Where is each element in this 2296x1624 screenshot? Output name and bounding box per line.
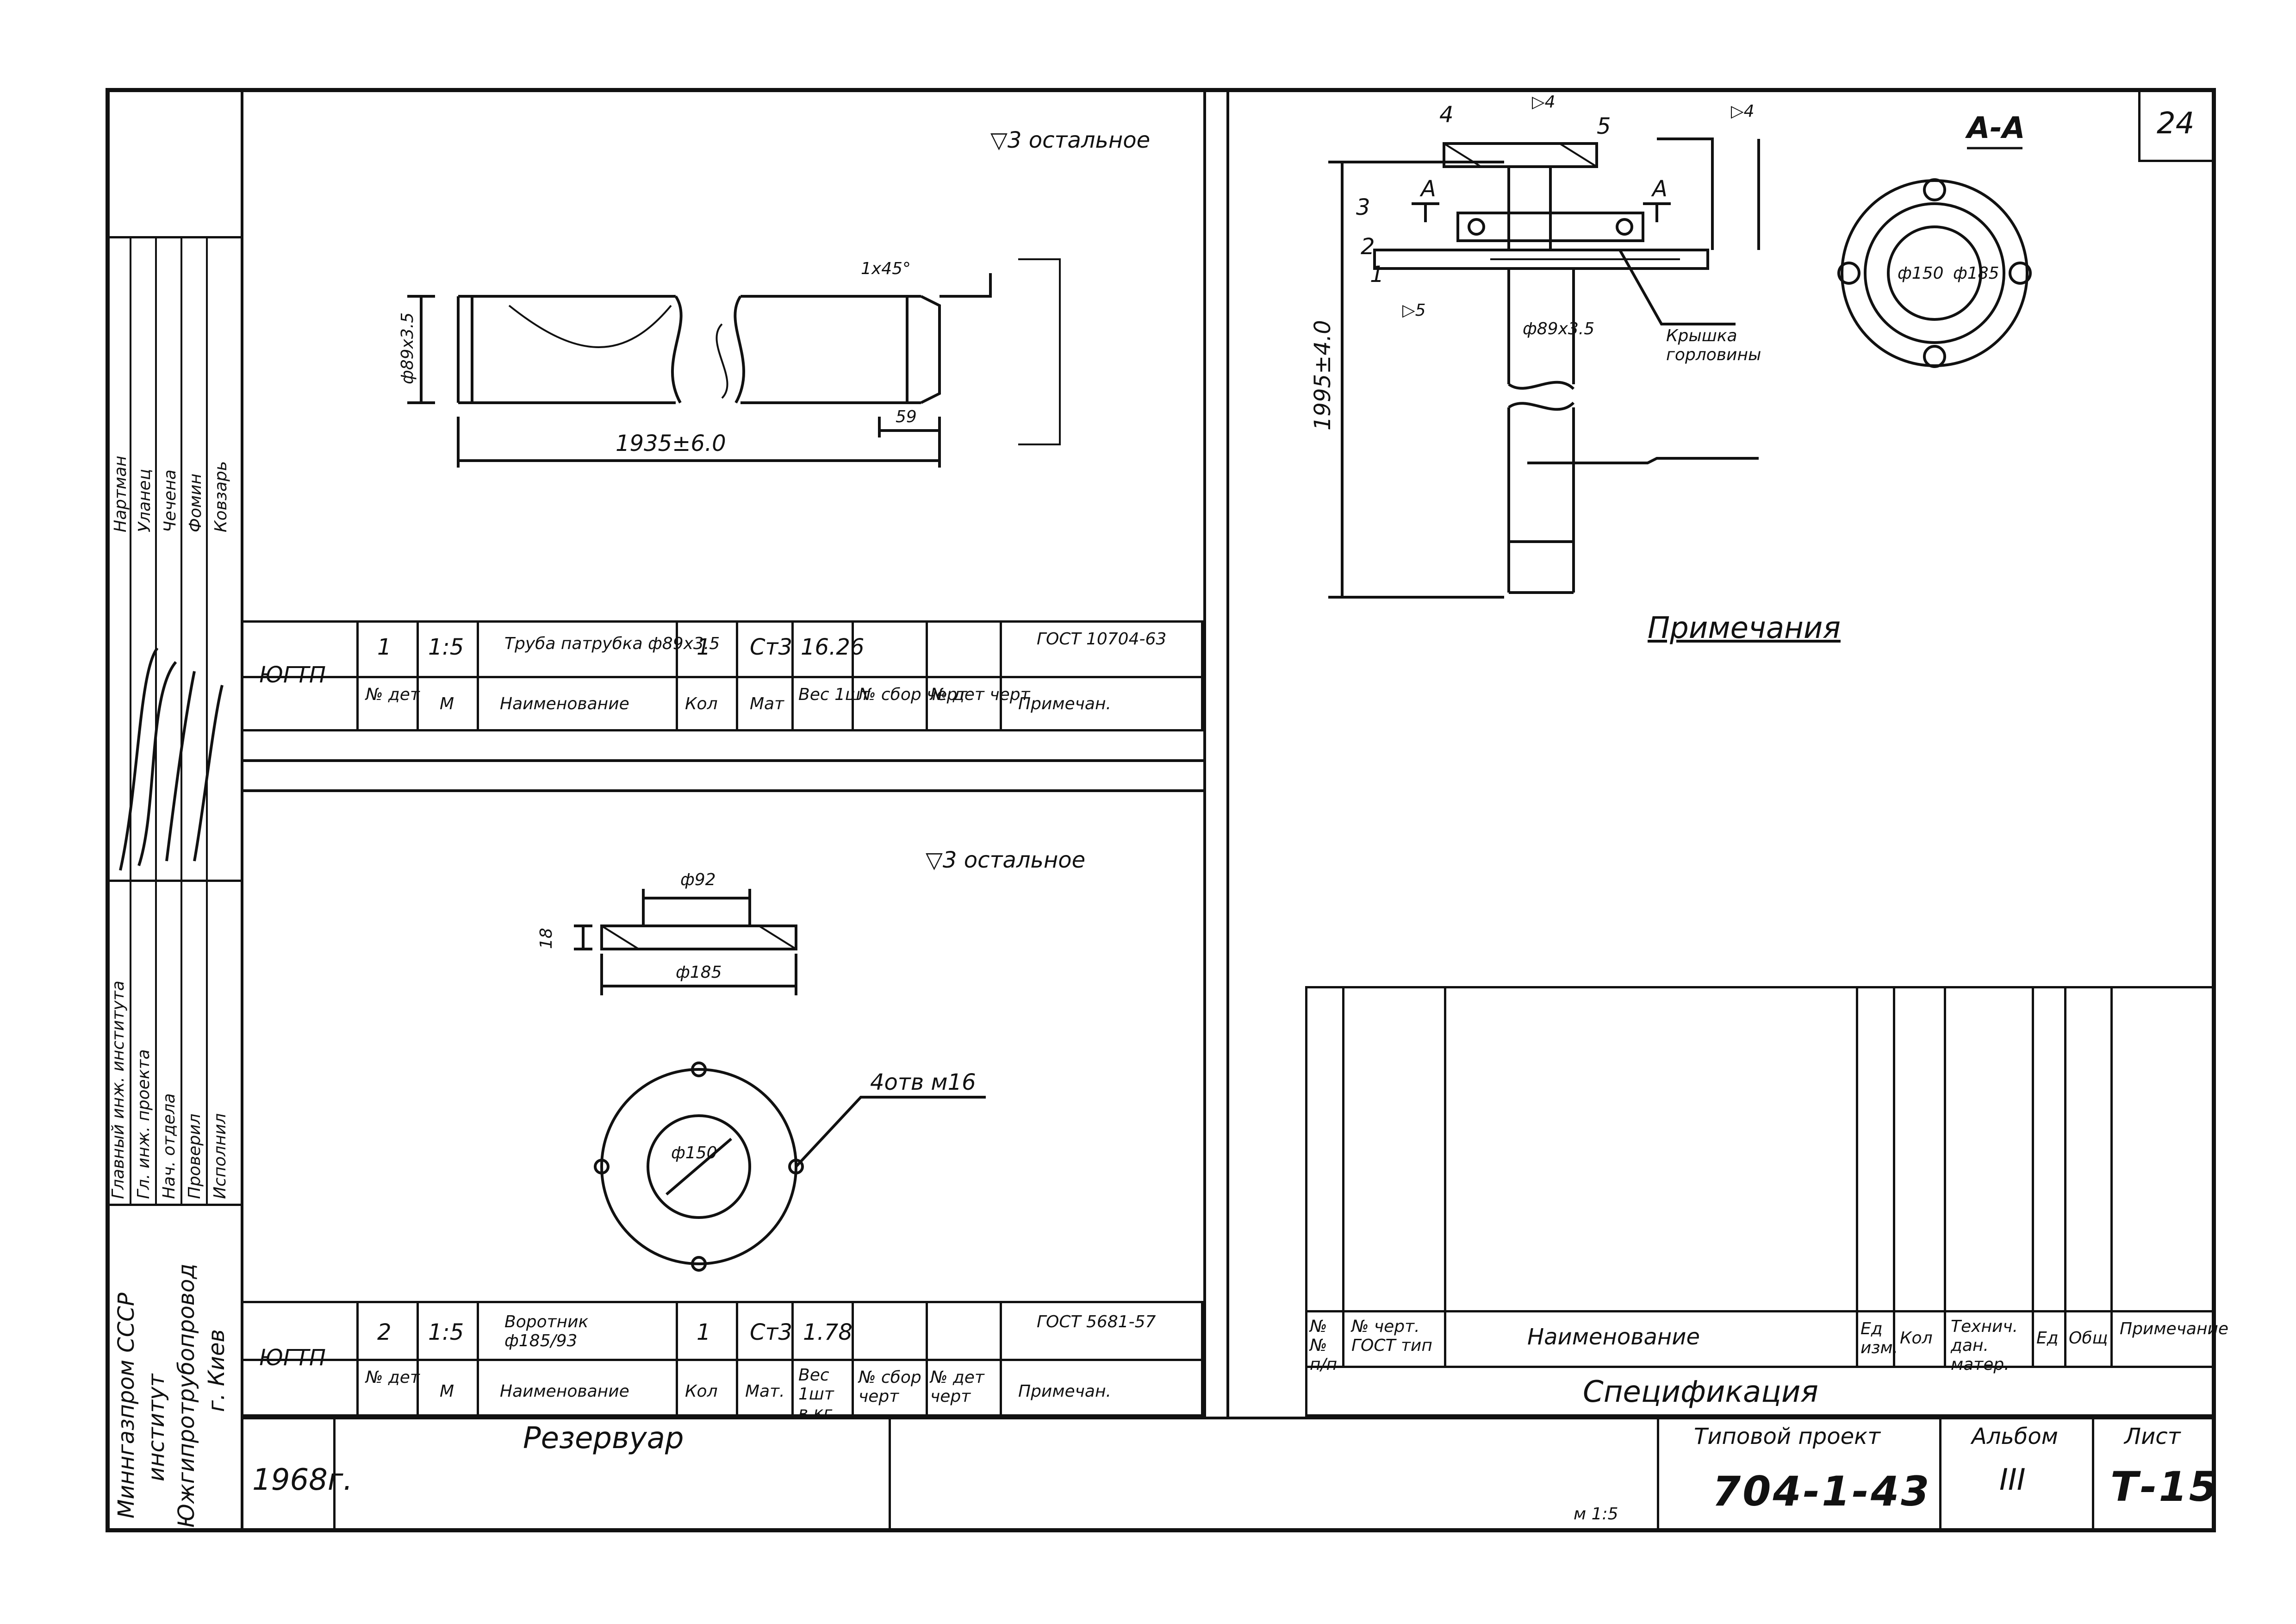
sheet-number: 24 bbox=[2157, 106, 2195, 141]
album-label: Альбом bbox=[1972, 1424, 2058, 1449]
year: 1968г. bbox=[252, 1463, 353, 1497]
part1-header: № сбор черт bbox=[859, 685, 967, 704]
part2-d-bolt: ф150 bbox=[671, 1143, 717, 1162]
part1-header: Мат bbox=[750, 694, 784, 713]
notes-title: Примечания bbox=[1648, 611, 1841, 645]
part2-header: Наименование bbox=[500, 1382, 629, 1401]
album-number: III bbox=[1999, 1463, 2026, 1497]
part2-holes: 4отв м16 bbox=[870, 1069, 976, 1095]
section-mark: А bbox=[1652, 176, 1668, 202]
section-mark: А bbox=[1421, 176, 1436, 202]
callout: 5 bbox=[1597, 113, 1611, 139]
center-divider bbox=[1203, 88, 1206, 1417]
part2-num: 2 bbox=[377, 1319, 392, 1345]
part2-surface-note: ▽3 остальное bbox=[926, 847, 1086, 873]
part1-header: Кол bbox=[685, 694, 718, 713]
part1-code: ЮГТП bbox=[259, 662, 326, 688]
part2-header: № дет bbox=[366, 1368, 420, 1387]
callout: 3 bbox=[1356, 194, 1370, 220]
part1-num: 1 bbox=[377, 634, 392, 660]
part2-material: Ст3 bbox=[750, 1319, 793, 1345]
left-panel-divider bbox=[241, 759, 1203, 762]
part1-material: Ст3 bbox=[750, 634, 793, 660]
scale: м 1:5 bbox=[1574, 1505, 1618, 1524]
left-panel-divider-2 bbox=[241, 789, 1203, 792]
part1-name: Труба патрубка ф89x3.5 bbox=[504, 634, 720, 653]
part2-header: Кол bbox=[685, 1382, 718, 1401]
part1-weight: 16.26 bbox=[801, 634, 865, 660]
part2-header: № дет черт bbox=[930, 1368, 984, 1406]
sheet-code: Т-15 bbox=[2110, 1463, 2220, 1511]
weld-mark: ▷4 bbox=[1532, 93, 1556, 112]
project-number: 704-1-43 bbox=[1712, 1468, 1931, 1515]
part2-weight: 1.78 bbox=[803, 1319, 852, 1345]
part2-d-inner: ф92 bbox=[680, 870, 716, 889]
part2-scale: 1:5 bbox=[428, 1319, 464, 1345]
part2-header: М bbox=[440, 1382, 454, 1401]
title-block-top bbox=[241, 1417, 2216, 1419]
spec-header: № черт. ГОСТ тип bbox=[1351, 1317, 1432, 1355]
spec-header: №№ п/п bbox=[1310, 1317, 1338, 1374]
part1-chamfer: 1x45° bbox=[861, 259, 911, 278]
center-divider-2 bbox=[1226, 88, 1229, 1417]
section-dim: ф150 bbox=[1898, 264, 1944, 283]
part1-surface-note: ▽3 остальное bbox=[990, 127, 1151, 153]
project-label: Типовой проект bbox=[1694, 1424, 1881, 1449]
part1-header: Вес 1шт bbox=[798, 685, 870, 704]
part2-header: Вес 1шт в кг bbox=[798, 1366, 834, 1423]
part1-qty: 1 bbox=[697, 634, 711, 660]
spec-title: Спецификация bbox=[1583, 1375, 1818, 1409]
callout: 1 bbox=[1370, 262, 1384, 287]
spec-header: Технич. дан. матер. bbox=[1951, 1317, 2018, 1374]
spec-header: Ед изм. bbox=[1860, 1319, 1898, 1357]
assembly-pipe-dim: ф89x3.5 bbox=[1523, 319, 1595, 338]
spec-header: Примечание bbox=[2120, 1319, 2229, 1338]
reservoir-title: Резервуар bbox=[523, 1421, 684, 1455]
part2-qty: 1 bbox=[697, 1319, 711, 1345]
part2-gost: ГОСТ 5681-57 bbox=[1037, 1312, 1156, 1331]
sheet-border bbox=[106, 88, 2216, 1532]
weld-mark: ▷5 bbox=[1402, 301, 1426, 320]
weld-mark: ▷4 bbox=[1731, 102, 1755, 121]
part1-header: № дет bbox=[366, 685, 420, 704]
spec-header: Наименование bbox=[1527, 1324, 1700, 1350]
sheet-number-box bbox=[2138, 88, 2216, 162]
sheet-label: Лист bbox=[2124, 1424, 2181, 1449]
cover-label: Крышка горловины bbox=[1666, 326, 1761, 364]
part1-header: Примечан. bbox=[1018, 694, 1111, 713]
part2-header: Мат. bbox=[745, 1382, 785, 1401]
spec-header: Общ bbox=[2069, 1329, 2108, 1348]
part2-d-outer: ф185 bbox=[676, 963, 722, 982]
part2-name: Воротник ф185/93 bbox=[504, 1312, 589, 1350]
callout: 4 bbox=[1439, 102, 1454, 128]
spec-header: Ед bbox=[2036, 1329, 2059, 1348]
total-length-dim: 1995±4.0 bbox=[1310, 320, 1336, 431]
section-label: А-А bbox=[1967, 111, 2025, 145]
part1-header: № дет черт bbox=[930, 685, 1030, 704]
part1-header: Наименование bbox=[500, 694, 629, 713]
left-stamp-divider bbox=[241, 88, 243, 1532]
part2-header: № сбор черт bbox=[859, 1368, 921, 1406]
part1-header: М bbox=[440, 694, 454, 713]
part1-scale: 1:5 bbox=[428, 634, 464, 660]
part1-thread-len: 59 bbox=[896, 407, 917, 426]
spec-header: Кол bbox=[1900, 1329, 1933, 1348]
part1-gost: ГОСТ 10704-63 bbox=[1037, 630, 1167, 649]
part2-code: ЮГТП bbox=[259, 1345, 326, 1371]
section-dim: ф185 bbox=[1953, 264, 1999, 283]
part2-header: Примечан. bbox=[1018, 1382, 1111, 1401]
part1-length-dim: 1935±6.0 bbox=[616, 431, 726, 456]
callout: 2 bbox=[1361, 234, 1375, 260]
